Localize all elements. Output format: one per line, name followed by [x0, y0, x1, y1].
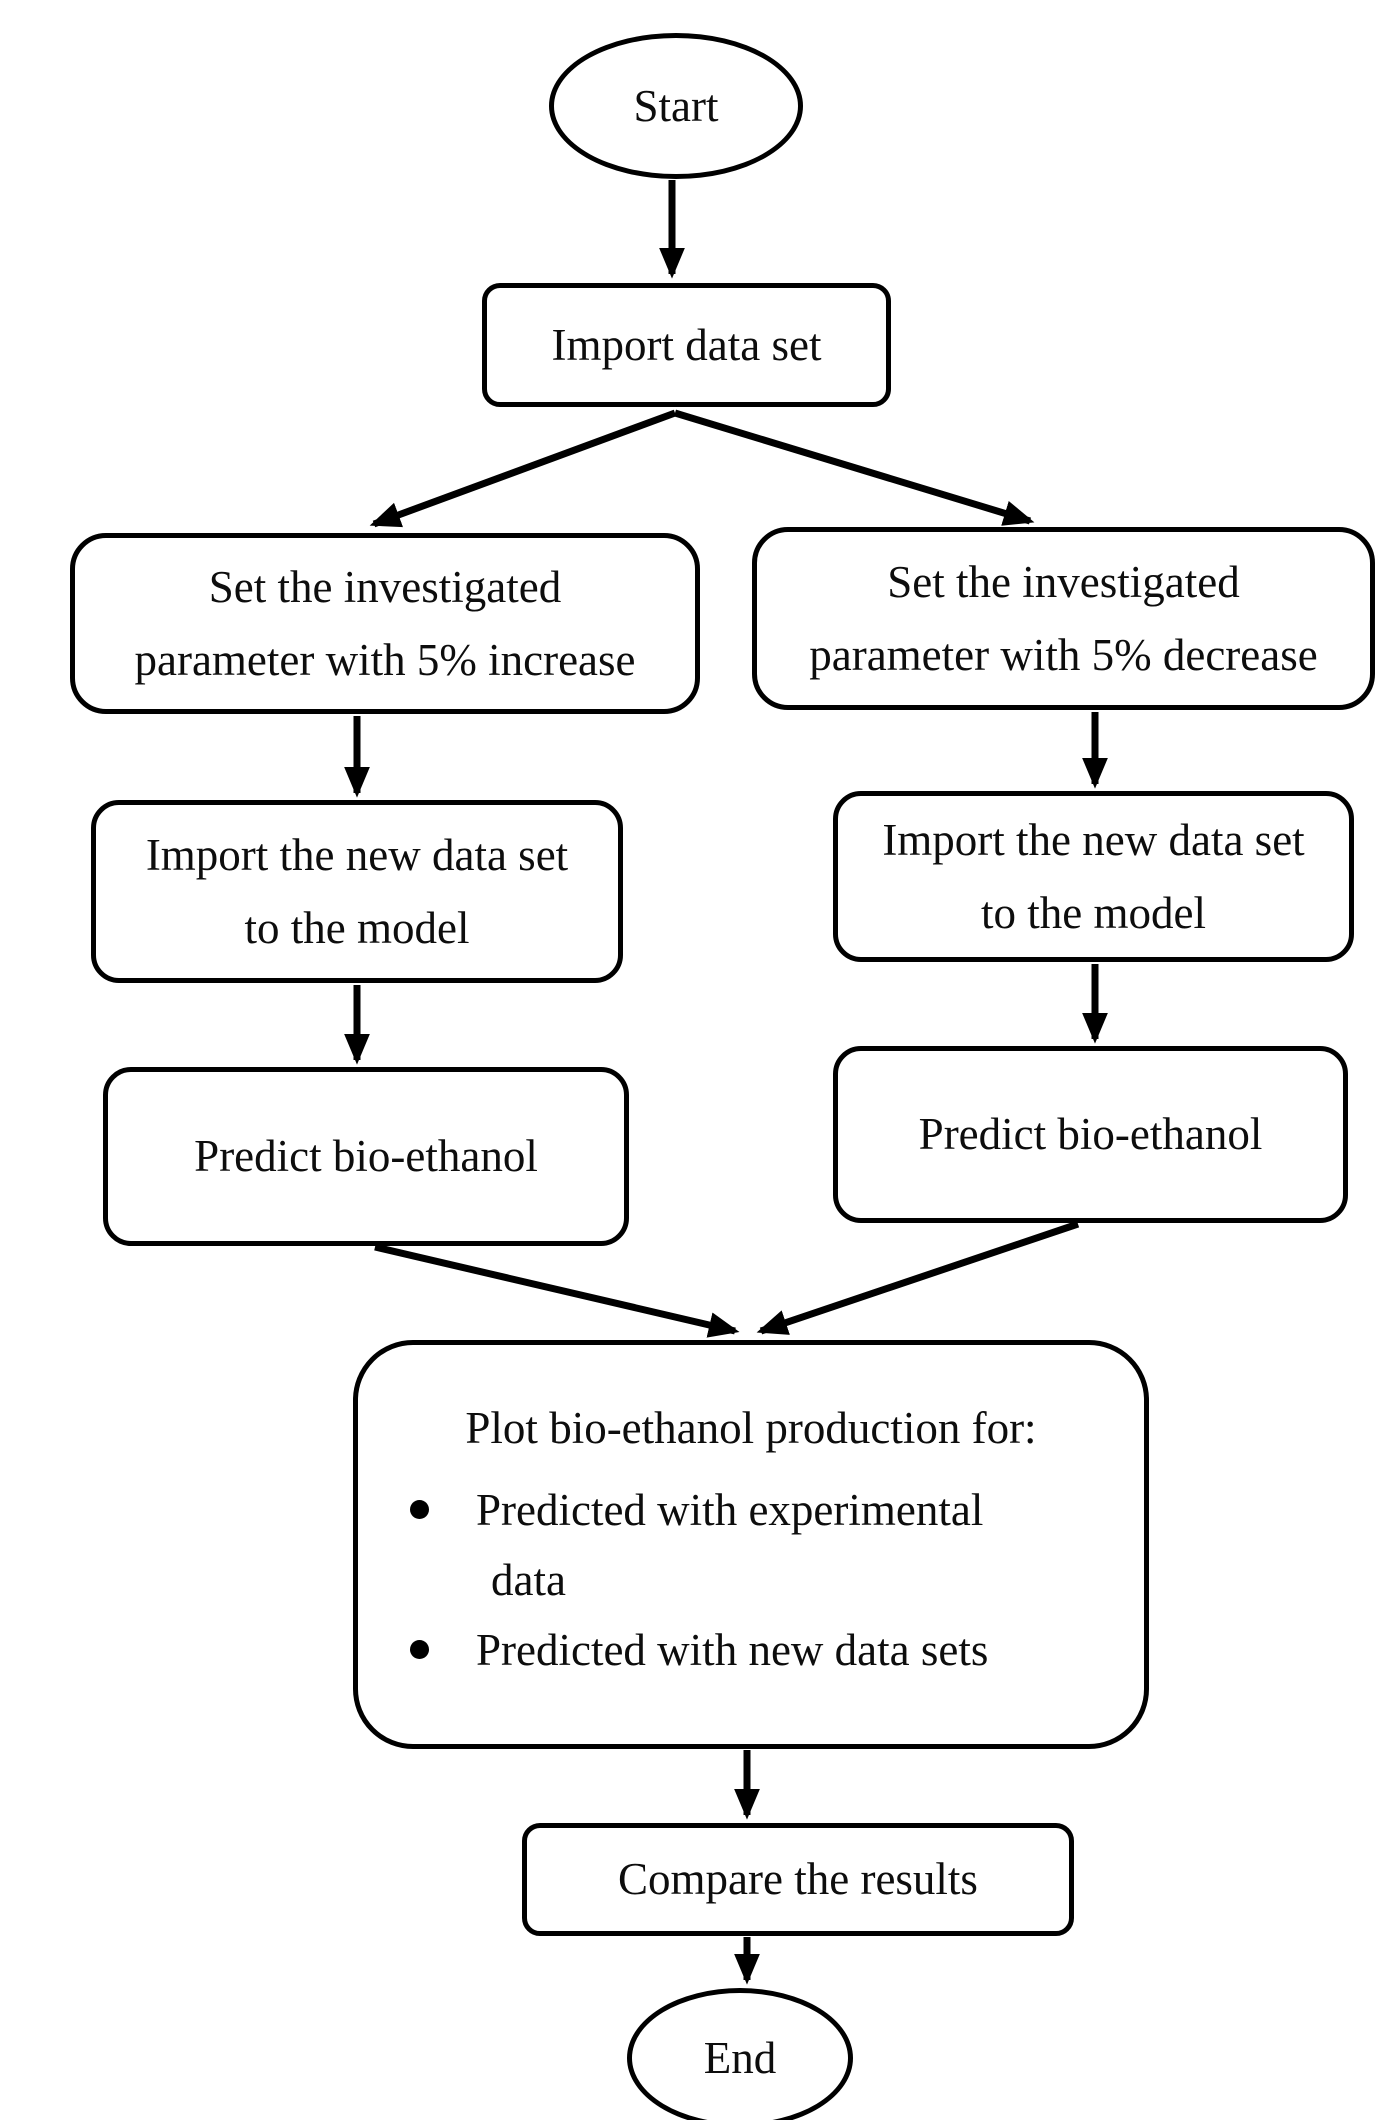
plot-bullet-item-2-text: Predicted with new data sets: [476, 1625, 989, 1675]
plot-bullet-item-1-text: Predicted with experimental data: [476, 1475, 983, 1615]
node-predict-bioethanol-right: Predict bio-ethanol: [833, 1046, 1348, 1223]
arrow-import-data-to-decrease: [673, 409, 1035, 526]
node-start-label: Start: [633, 80, 719, 131]
node-plot-production-heading: Plot bio-ethanol production for:: [465, 1403, 1037, 1453]
arrow-predict-left-to-plot: [374, 1243, 740, 1338]
node-start: Start: [549, 33, 803, 179]
node-predict-bioethanol-right-label: Predict bio-ethanol: [918, 1109, 1263, 1159]
node-import-new-data-right-line2: to the model: [981, 887, 1206, 938]
node-end-label: End: [703, 2032, 777, 2083]
node-import-new-data-left-line2: to the model: [244, 902, 470, 953]
node-import-new-data-right: Import the new data set to the model: [833, 791, 1354, 962]
node-set-parameter-increase-line2: parameter with 5% increase: [134, 634, 636, 685]
node-import-data-set: Import data set: [482, 283, 891, 407]
node-set-parameter-decrease-line1: Set the investigated: [887, 556, 1240, 607]
node-compare-results: Compare the results: [522, 1823, 1074, 1936]
node-import-new-data-left-line1: Import the new data set: [145, 829, 569, 880]
node-set-parameter-increase: Set the investigated parameter with 5% i…: [70, 533, 700, 714]
node-set-parameter-decrease-line2: parameter with 5% decrease: [809, 629, 1318, 680]
plot-bullet-item-1: Predicted with experimental data: [358, 1475, 1144, 1615]
node-plot-production: Plot bio-ethanol production for: Predict…: [353, 1340, 1149, 1749]
node-predict-bioethanol-left-label: Predict bio-ethanol: [194, 1131, 538, 1181]
node-import-new-data-right-line1: Import the new data set: [882, 814, 1305, 865]
plot-bullet-item-1-line2: data: [491, 1555, 566, 1605]
node-predict-bioethanol-left: Predict bio-ethanol: [103, 1067, 629, 1246]
arrow-import-data-to-increase: [369, 409, 677, 528]
node-set-parameter-decrease: Set the investigated parameter with 5% d…: [752, 527, 1375, 710]
node-end: End: [627, 1988, 853, 2120]
arrow-predict-right-to-plot: [756, 1220, 1080, 1335]
node-import-new-data-left: Import the new data set to the model: [91, 800, 623, 983]
bullet-icon: [410, 1640, 429, 1659]
plot-bullet-item-2: Predicted with new data sets: [358, 1615, 1144, 1685]
bullet-icon: [410, 1500, 429, 1519]
plot-bullet-item-1-line1: Predicted with experimental: [476, 1485, 984, 1535]
node-import-data-set-label: Import data set: [551, 319, 822, 370]
node-compare-results-label: Compare the results: [618, 1854, 978, 1904]
node-set-parameter-increase-line1: Set the investigated: [208, 561, 562, 612]
